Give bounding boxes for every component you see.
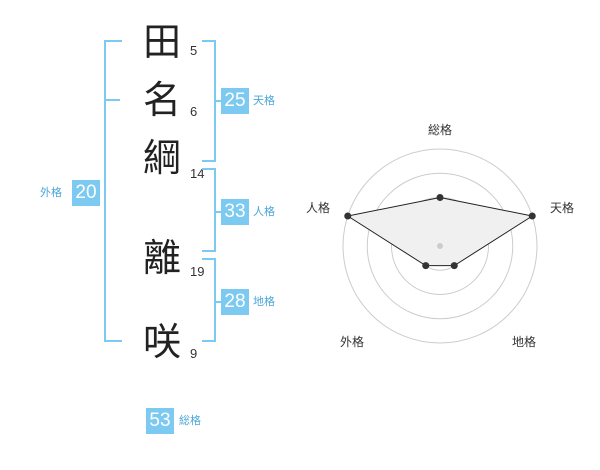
tenkaku-value: 25 (221, 88, 249, 114)
chikaku-connector (214, 301, 222, 303)
radar-axis-label-gaikaku: 外格 (340, 334, 364, 349)
gaikaku-value: 20 (72, 180, 100, 206)
radar-point (344, 212, 352, 220)
stroke-count-2: 6 (190, 104, 198, 119)
radar-axis-label-jinkaku: 人格 (306, 200, 330, 215)
stroke-count-3: 14 (190, 166, 205, 181)
radar-axis-label-chikaku: 地格 (512, 334, 536, 349)
name-char-4: 離 (142, 236, 181, 280)
radar-point (528, 212, 536, 220)
radar-point (436, 194, 444, 201)
stroke-count-4: 19 (190, 264, 205, 279)
gaikaku-label: 外格 (40, 186, 62, 199)
chikaku-value: 28 (221, 289, 249, 315)
name-char-2: 名 (142, 78, 181, 122)
chikaku-bracket (202, 258, 216, 342)
bracket-divider (106, 99, 120, 101)
radar-grid-ring (366, 172, 514, 320)
soukaku-label: 総格 (179, 414, 201, 427)
radar-axis-label-soukaku: 総格 (428, 122, 452, 137)
gaikaku-bracket (104, 40, 122, 342)
jinkaku-value: 33 (221, 199, 249, 225)
radar-axis-label-tenkaku: 天格 (550, 200, 574, 215)
jinkaku-connector (214, 211, 222, 213)
radar-point (422, 262, 430, 270)
jinkaku-bracket (202, 168, 216, 252)
radar-points (344, 194, 536, 270)
tenkaku-connector (214, 100, 222, 102)
radar-grid-ring (342, 148, 538, 344)
radar-center-dot (437, 243, 443, 249)
radar-grid (342, 148, 538, 344)
chikaku-label: 地格 (253, 295, 275, 308)
jinkaku-label: 人格 (253, 205, 275, 218)
radar-area (346, 196, 534, 267)
tenkaku-label: 天格 (253, 94, 275, 107)
soukaku-value: 53 (146, 408, 174, 434)
name-char-1: 田 (142, 20, 181, 64)
radar-point (450, 262, 458, 270)
name-char-5: 咲 (142, 320, 181, 364)
stroke-count-1: 5 (190, 43, 198, 58)
stroke-count-5: 9 (190, 346, 198, 361)
name-char-3: 綱 (142, 136, 181, 180)
